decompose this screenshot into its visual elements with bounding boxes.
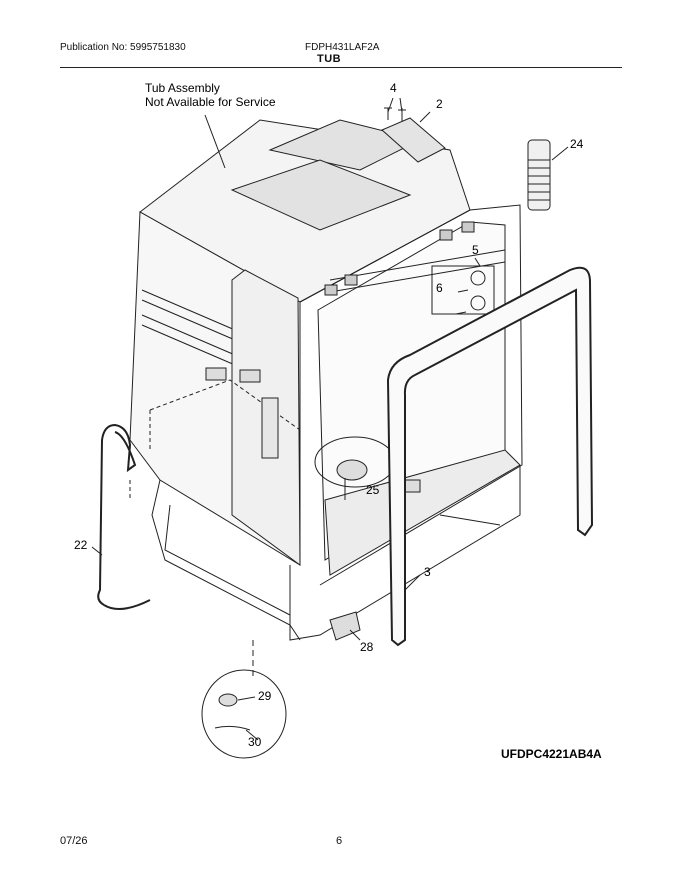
section-title: TUB [317, 53, 342, 65]
diagram-code: UFDPC4221AB4A [501, 747, 602, 761]
callout-4: 4 [390, 81, 397, 95]
model-number: FDPH431LAF2A [305, 42, 380, 53]
callout-28: 28 [360, 640, 374, 654]
note-line-2: Not Available for Service [145, 95, 276, 109]
callout-22: 22 [74, 538, 88, 552]
callout-30: 30 [248, 735, 262, 749]
thermostat-inset-parts-29-30 [201, 669, 287, 759]
publication-number: Publication No: 5995751830 [60, 42, 186, 53]
screws-part-4 [384, 97, 406, 122]
callout-29: 29 [258, 689, 272, 703]
hose-part-24 [527, 139, 569, 211]
note-leader [204, 114, 226, 169]
tub-body [129, 119, 523, 680]
callout-2: 2 [436, 97, 443, 111]
header-rule [60, 67, 622, 68]
callout-6: 6 [436, 281, 443, 295]
callout-5: 5 [472, 243, 479, 257]
door-gasket-part-3 [386, 266, 594, 647]
callout-25: 25 [366, 483, 380, 497]
callout-3: 3 [424, 565, 431, 579]
note-line-1: Tub Assembly [145, 81, 220, 95]
footer-date: 07/26 [60, 835, 88, 847]
page-number: 6 [336, 835, 343, 847]
callout-24: 24 [570, 137, 584, 151]
part-28 [329, 611, 361, 641]
seal-part-22 [91, 423, 151, 610]
roller-inset-parts-5-6 [431, 257, 495, 315]
hinge-bracket-part-2 [381, 111, 446, 163]
